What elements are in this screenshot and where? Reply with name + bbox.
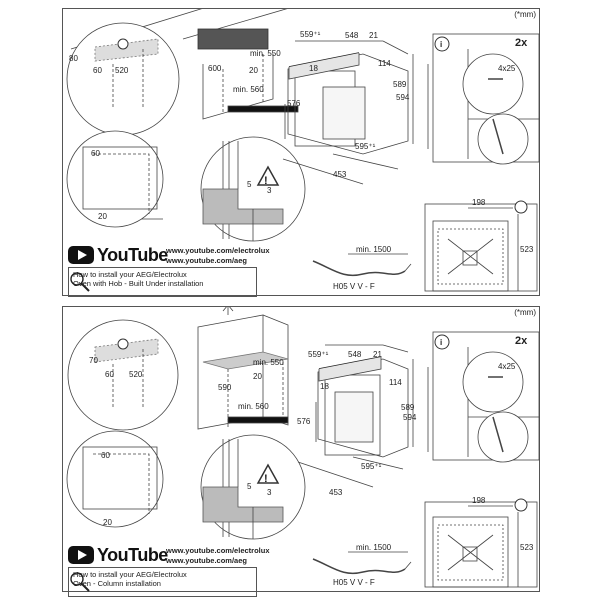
magnifier-icon [70, 572, 90, 592]
play-icon [68, 546, 94, 564]
dim-label: 3 [267, 488, 272, 497]
dim-label: 589 [393, 80, 407, 89]
dim-label: 60 [101, 451, 110, 460]
dim-label: 559⁺¹ [300, 30, 321, 39]
unit-note: (*mm) [514, 308, 536, 317]
count-label: 2x [515, 37, 528, 49]
installation-panel-column: (*mm) [62, 306, 540, 597]
dim-label: 576 [287, 99, 301, 108]
howto-line1: How to install your AEG/Electrolux [73, 570, 187, 579]
dim-label: 21 [373, 350, 382, 359]
url-aeg[interactable]: www.youtube.com/aeg [166, 256, 247, 265]
dim-label: 453 [333, 170, 347, 179]
installation-diagram: i 2x 4x25 80 60 520 600 min. 550 20 min.… [66, 9, 540, 292]
dim-label: 594 [396, 93, 410, 102]
howto-line2: Oven with Hob - Built Under installation [73, 279, 204, 288]
installation-panel-built-under: (*mm) [62, 8, 540, 297]
howto-line2: Oven - Column installation [73, 579, 161, 588]
dim-label: min. 560 [238, 402, 269, 411]
dim-label: 589 [401, 403, 415, 412]
howto-line1: How to install your AEG/Electrolux [73, 270, 187, 279]
dim-label: 559⁺¹ [308, 350, 329, 359]
screw-label: 4x25 [498, 64, 516, 73]
cable-label: H05 V V - F [333, 578, 375, 587]
dim-label: min. 1500 [356, 543, 392, 552]
dim-label: min. 1500 [356, 245, 392, 254]
dim-label: 60 [91, 149, 100, 158]
svg-text:!: ! [264, 175, 268, 187]
count-label: 2x [515, 335, 528, 347]
howto-box: How to install your AEG/Electrolux Oven … [68, 267, 257, 297]
url-electrolux[interactable]: www.youtube.com/electrolux [166, 246, 270, 255]
info-label: i [440, 338, 442, 347]
youtube-logo: YouTube [68, 245, 168, 265]
dim-label: 60 [105, 370, 114, 379]
dim-label: 114 [389, 378, 402, 387]
dim-label: 60 [93, 66, 102, 75]
dim-label: 20 [98, 212, 107, 221]
info-label: i [440, 40, 442, 49]
dim-label: 20 [103, 518, 112, 527]
dim-label: 453 [329, 488, 343, 497]
dim-label: min. 550 [250, 49, 281, 58]
dim-label: 5 [247, 180, 252, 189]
dim-label: 198 [472, 496, 486, 505]
howto-box: How to install your AEG/Electrolux Oven … [68, 567, 257, 597]
magnifier-icon [70, 272, 90, 292]
url-aeg[interactable]: www.youtube.com/aeg [166, 556, 247, 565]
dim-label: 523 [520, 245, 534, 254]
dim-label: 5 [247, 482, 252, 491]
dim-label: 20 [249, 66, 258, 75]
dim-label: 520 [129, 370, 143, 379]
dim-label: min. 560 [233, 85, 264, 94]
play-icon [68, 246, 94, 264]
youtube-urls: www.youtube.com/electrolux www.youtube.c… [166, 246, 270, 266]
dim-label: 520 [115, 66, 129, 75]
dim-label: 80 [69, 54, 78, 63]
dim-label: 600 [208, 64, 222, 73]
cable-label: H05 V V - F [333, 282, 375, 291]
dim-label: 590 [218, 383, 232, 392]
dim-label: 523 [520, 543, 534, 552]
dim-label: 18 [309, 64, 318, 73]
dim-label: 595⁺¹ [355, 142, 376, 151]
dim-label: 595⁺¹ [361, 462, 382, 471]
info-icon [434, 36, 450, 52]
dim-label: 20 [253, 372, 262, 381]
dim-label: 548 [348, 350, 362, 359]
dim-label: 576 [297, 417, 311, 426]
dim-label: 114 [378, 59, 391, 68]
dim-label: 594 [403, 413, 417, 422]
screw-label: 4x25 [498, 362, 516, 371]
unit-note: (*mm) [514, 10, 536, 19]
info-icon [434, 334, 450, 350]
installation-diagram: i 2x 4x25 70 60 520 590 min. 550 20 min.… [66, 307, 540, 588]
url-electrolux[interactable]: www.youtube.com/electrolux [166, 546, 270, 555]
dim-label: 198 [472, 198, 486, 207]
youtube-logo: YouTube [68, 545, 168, 565]
dim-label: 21 [369, 31, 378, 40]
dim-label: 3 [267, 186, 272, 195]
youtube-urls: www.youtube.com/electrolux www.youtube.c… [166, 546, 270, 566]
svg-text:!: ! [264, 473, 268, 485]
dim-label: min. 550 [253, 358, 284, 367]
dim-label: 18 [320, 382, 329, 391]
dim-label: 548 [345, 31, 359, 40]
dim-label: 70 [89, 356, 98, 365]
